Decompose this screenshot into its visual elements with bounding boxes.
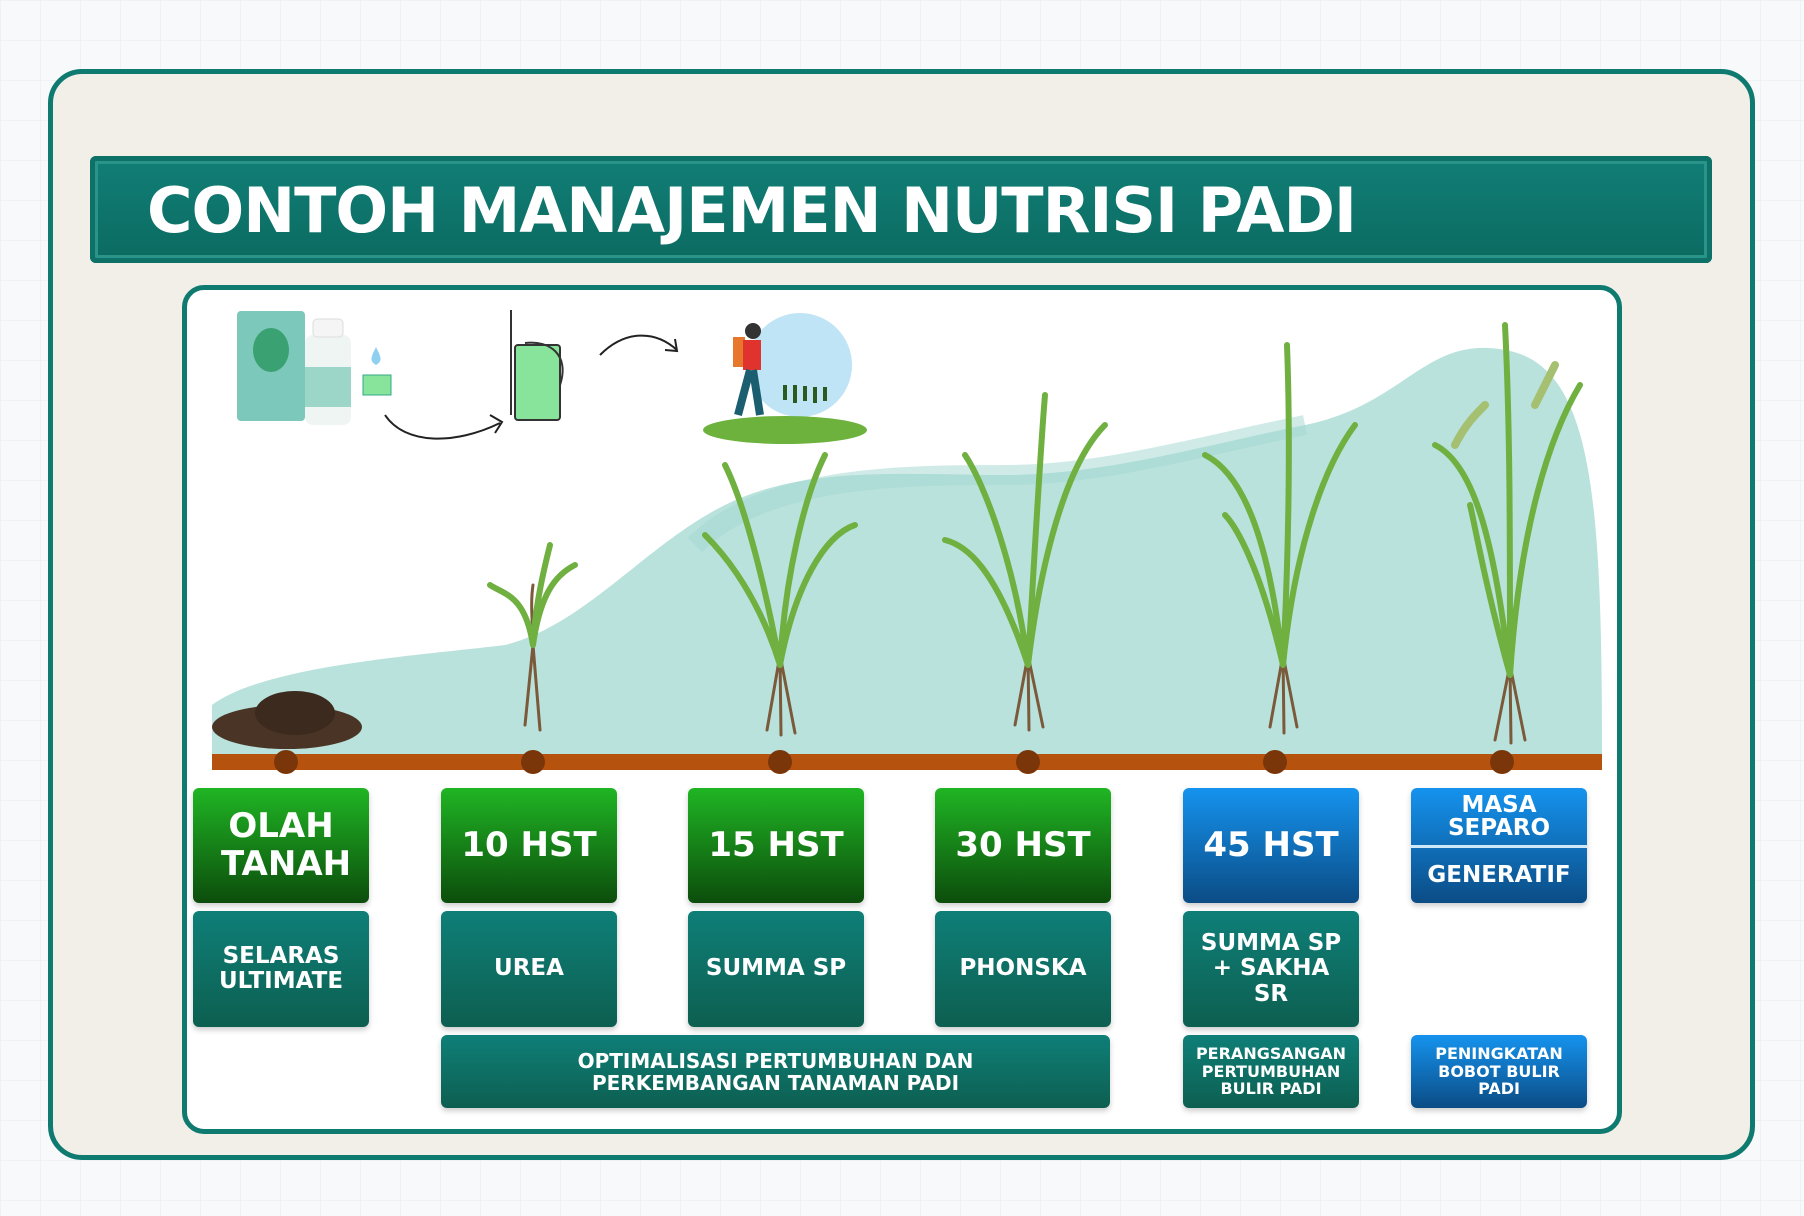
growth-hill xyxy=(212,347,1602,762)
stage-olah-tanah: OLAH TANAH xyxy=(193,788,369,903)
input-urea: UREA xyxy=(441,911,617,1027)
timeline-line xyxy=(212,754,1602,770)
rice-plant-15hst-icon xyxy=(702,452,858,737)
stage-label: OLAH TANAH xyxy=(221,806,352,884)
farmer-spraying-icon xyxy=(703,313,867,444)
timeline-dot xyxy=(1490,750,1514,774)
growth-hill-highlight xyxy=(687,415,1307,553)
title-banner: CONTOH MANAJEMEN NUTRISI PADI xyxy=(90,156,1712,263)
timeline-dots xyxy=(274,750,1514,774)
stage-30-hst: 30 HST xyxy=(935,788,1111,903)
arrow-to-sprayer-icon xyxy=(384,414,504,440)
diagram-panel xyxy=(182,285,1622,1134)
outcome-peningkatan-bobot: PENINGKATAN BOBOT BULIR PADI xyxy=(1411,1035,1587,1108)
rice-plant-45hst-icon xyxy=(1202,342,1358,735)
input-selaras-ultimate: SELARAS ULTIMATE xyxy=(193,911,369,1027)
stage-masa-separo-generatif: MASA SEPARO GENERATIF xyxy=(1411,788,1587,903)
arrow-to-farmer-icon xyxy=(599,334,679,356)
page-title: CONTOH MANAJEMEN NUTRISI PADI xyxy=(147,174,1357,247)
timeline-dot xyxy=(768,750,792,774)
rice-plant-10hst-icon xyxy=(487,542,578,732)
rice-plant-generative-icon xyxy=(1432,322,1583,745)
outcome-optimalisasi: OPTIMALISASI PERTUMBUHAN DAN PERKEMBANGA… xyxy=(441,1035,1110,1108)
growth-scene xyxy=(212,310,1602,774)
stage-label-top: MASA SEPARO xyxy=(1411,788,1587,848)
input-label: SUMMA SP xyxy=(705,955,847,982)
cup-icon xyxy=(362,374,392,396)
outcome-label: PERANGSANGAN PERTUMBUHAN BULIR PADI xyxy=(1195,1044,1347,1099)
stage-10-hst: 10 HST xyxy=(441,788,617,903)
summa-sp-product-icon xyxy=(237,311,351,425)
timeline-dot xyxy=(274,750,298,774)
input-label: SELARAS ULTIMATE xyxy=(218,942,344,994)
rice-plant-30hst-icon xyxy=(942,392,1108,732)
outcome-label: OPTIMALISASI PERTUMBUHAN DAN PERKEMBANGA… xyxy=(577,1048,974,1095)
outcome-label: PENINGKATAN BOBOT BULIR PADI xyxy=(1435,1044,1563,1099)
stage-label-bottom: GENERATIF xyxy=(1427,861,1571,888)
input-label: PHONSKA xyxy=(959,955,1087,982)
water-drop-icon xyxy=(371,347,381,365)
input-summa-sp-sakha-sr: SUMMA SP + SAKHA SR xyxy=(1183,911,1359,1027)
timeline-dot xyxy=(521,750,545,774)
stage-45-hst: 45 HST xyxy=(1183,788,1359,903)
rice-plant-icons xyxy=(487,322,1583,745)
input-summa-sp: SUMMA SP xyxy=(688,911,864,1027)
timeline-dot xyxy=(1263,750,1287,774)
stage-15-hst: 15 HST xyxy=(688,788,864,903)
stage-label: 15 HST xyxy=(708,824,844,865)
input-phonska: PHONSKA xyxy=(935,911,1111,1027)
input-label: UREA xyxy=(494,955,564,982)
timeline-dot xyxy=(1016,750,1040,774)
stage-label: 10 HST xyxy=(461,824,597,865)
stage-label: 45 HST xyxy=(1203,824,1339,865)
stage-label: 30 HST xyxy=(955,824,1091,865)
sprayer-tank-icon xyxy=(510,310,564,421)
input-label: SUMMA SP + SAKHA SR xyxy=(1200,930,1342,1007)
outcome-perangsangan: PERANGSANGAN PERTUMBUHAN BULIR PADI xyxy=(1183,1035,1359,1108)
